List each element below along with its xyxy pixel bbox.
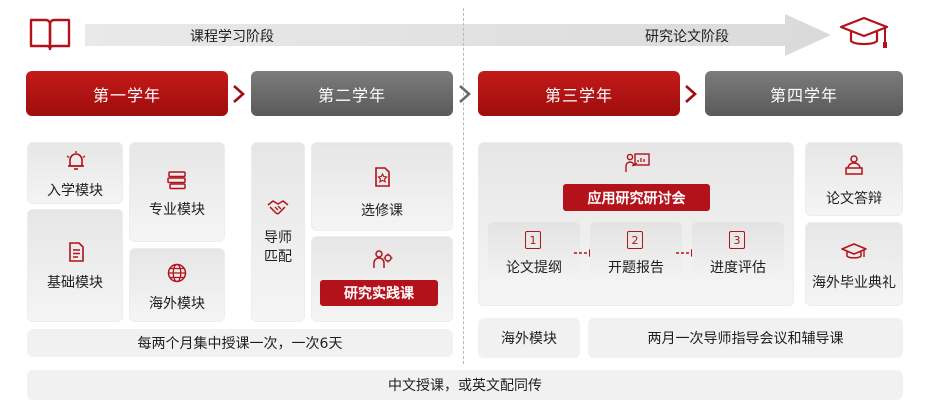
globe-icon bbox=[166, 262, 188, 284]
step-2-number-icon: 2 bbox=[627, 231, 643, 249]
foundation-module: 基础模块 bbox=[27, 209, 123, 322]
step-2-card: 2 开题报告 bbox=[590, 222, 682, 284]
podium-speaker-icon bbox=[843, 154, 865, 176]
year-3-banner: 第三学年 bbox=[478, 71, 680, 116]
step-3-card: 3 进度评估 bbox=[692, 222, 784, 284]
step-3-label: 进度评估 bbox=[710, 260, 766, 276]
mentor-matching: 导师 匹配 bbox=[251, 142, 305, 322]
year-4-label: 第四学年 bbox=[769, 85, 838, 105]
year-4-banner: 第四学年 bbox=[705, 71, 903, 116]
year1-schedule-note-label: 每两个月集中授课一次，一次6天 bbox=[137, 336, 343, 352]
gear-person-icon bbox=[371, 248, 393, 270]
step-2-label: 开题报告 bbox=[608, 260, 664, 276]
year-3-label: 第三学年 bbox=[544, 85, 613, 105]
year-2-label: 第二学年 bbox=[317, 85, 386, 105]
research-practice: 研究实践课 bbox=[311, 236, 453, 322]
step-3-number-icon: 3 bbox=[729, 231, 745, 249]
year-1-label: 第一学年 bbox=[92, 85, 161, 105]
mentor-meeting-label: 两月一次导师指导会议和辅导课 bbox=[647, 331, 844, 347]
step-1-number-icon: 1 bbox=[525, 231, 541, 249]
step-1-card: 1 论文提纲 bbox=[488, 222, 580, 284]
elective-course: 选修课 bbox=[311, 142, 453, 231]
open-book-icon bbox=[28, 16, 72, 52]
step-1-label: 论文提纲 bbox=[506, 260, 562, 276]
overseas-module-1: 海外模块 bbox=[129, 248, 225, 322]
overseas-module-3-label: 海外模块 bbox=[501, 331, 557, 347]
language-note-label: 中文授课，或英文配同传 bbox=[388, 378, 542, 394]
mentor-matching-label: 导师 匹配 bbox=[264, 230, 292, 265]
professional-module: 专业模块 bbox=[129, 142, 225, 242]
year-1-banner: 第一学年 bbox=[26, 71, 228, 116]
year-2-banner: 第二学年 bbox=[251, 71, 453, 116]
stage-divider bbox=[463, 8, 464, 364]
professional-module-label: 专业模块 bbox=[149, 202, 205, 218]
mentor-meeting: 两月一次导师指导会议和辅导课 bbox=[588, 318, 903, 358]
chevron-right-icon bbox=[682, 84, 700, 104]
graduation-ceremony: 海外毕业典礼 bbox=[805, 222, 903, 306]
chevron-right-icon bbox=[456, 84, 474, 104]
handshake-icon bbox=[266, 196, 290, 218]
timeline-arrow bbox=[85, 14, 831, 56]
document-icon bbox=[65, 241, 87, 263]
graduation-cap-icon bbox=[841, 242, 867, 264]
seminar-label: 应用研究研讨会 bbox=[563, 184, 710, 211]
overseas-module-1-label: 海外模块 bbox=[149, 296, 205, 312]
graduation-ceremony-label: 海外毕业典礼 bbox=[812, 275, 896, 291]
year3-seminar-panel: 应用研究研讨会 1 论文提纲 2 开题报告 3 进度评估 bbox=[478, 142, 794, 306]
books-icon bbox=[166, 169, 188, 191]
thesis-defense: 论文答辩 bbox=[805, 142, 903, 216]
stage-course-label: 课程学习阶段 bbox=[190, 29, 274, 45]
chevron-right-icon bbox=[230, 84, 248, 104]
star-document-icon bbox=[371, 166, 393, 188]
overseas-module-3: 海外模块 bbox=[478, 318, 580, 358]
research-practice-label: 研究实践课 bbox=[320, 280, 438, 306]
presentation-icon bbox=[625, 152, 651, 176]
enrollment-module: 入学模块 bbox=[27, 142, 123, 204]
enrollment-module-label: 入学模块 bbox=[47, 183, 103, 199]
foundation-module-label: 基础模块 bbox=[47, 275, 103, 291]
elective-course-label: 选修课 bbox=[361, 203, 403, 219]
year1-schedule-note: 每两个月集中授课一次，一次6天 bbox=[27, 329, 453, 357]
stage-research-label: 研究论文阶段 bbox=[645, 29, 729, 45]
language-note: 中文授课，或英文配同传 bbox=[27, 370, 903, 400]
graduation-cap-icon bbox=[838, 13, 890, 55]
bell-icon bbox=[65, 150, 87, 172]
thesis-defense-label: 论文答辩 bbox=[826, 191, 882, 207]
